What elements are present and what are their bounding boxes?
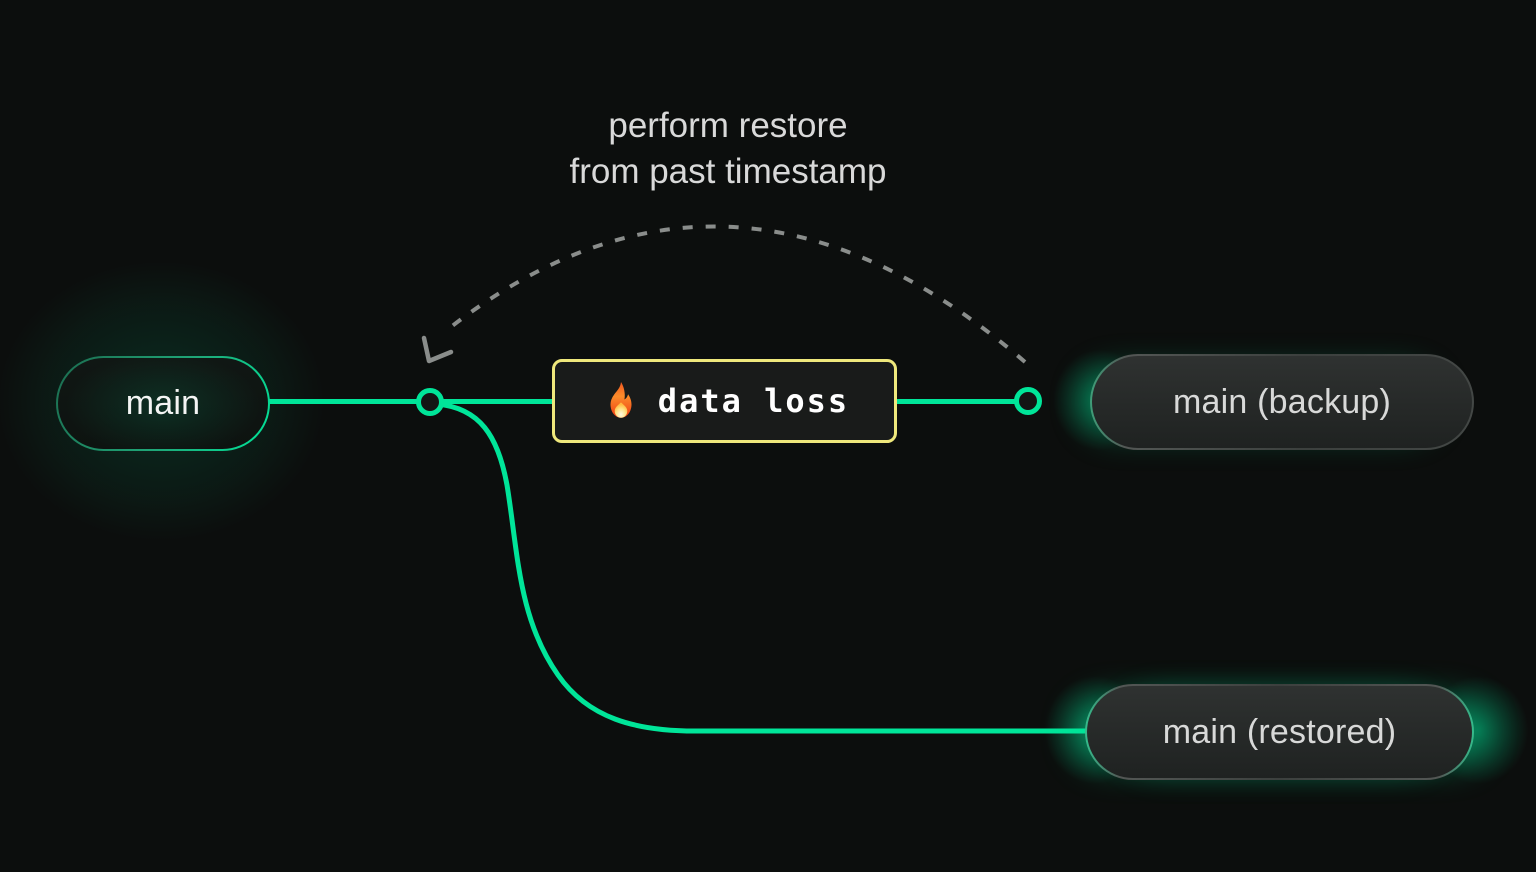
restore-annotation-line1: perform restore — [608, 106, 848, 145]
restored-branch-line — [436, 401, 1090, 734]
branch-node-backup: main (backup) — [1090, 354, 1474, 450]
restore-annotation-line2: from past timestamp — [569, 152, 887, 191]
restore-arc-dashed — [445, 224, 1027, 364]
branch-point-node — [416, 388, 444, 416]
branch-node-backup-label: main (backup) — [1172, 382, 1392, 421]
branch-node-main: main — [56, 356, 270, 451]
data-loss-label: data loss — [657, 382, 850, 420]
restore-annotation: perform restore from past timestamp — [569, 103, 886, 195]
branch-node-restored-label: main (restored) — [1162, 712, 1397, 751]
branch-node-main-label: main — [125, 384, 201, 422]
data-loss-event-box: data loss — [552, 359, 897, 443]
restore-arc-arrowhead-icon — [421, 335, 454, 364]
branch-node-restored: main (restored) — [1085, 684, 1474, 780]
fire-icon — [610, 381, 632, 418]
backup-point-node — [1014, 387, 1042, 415]
